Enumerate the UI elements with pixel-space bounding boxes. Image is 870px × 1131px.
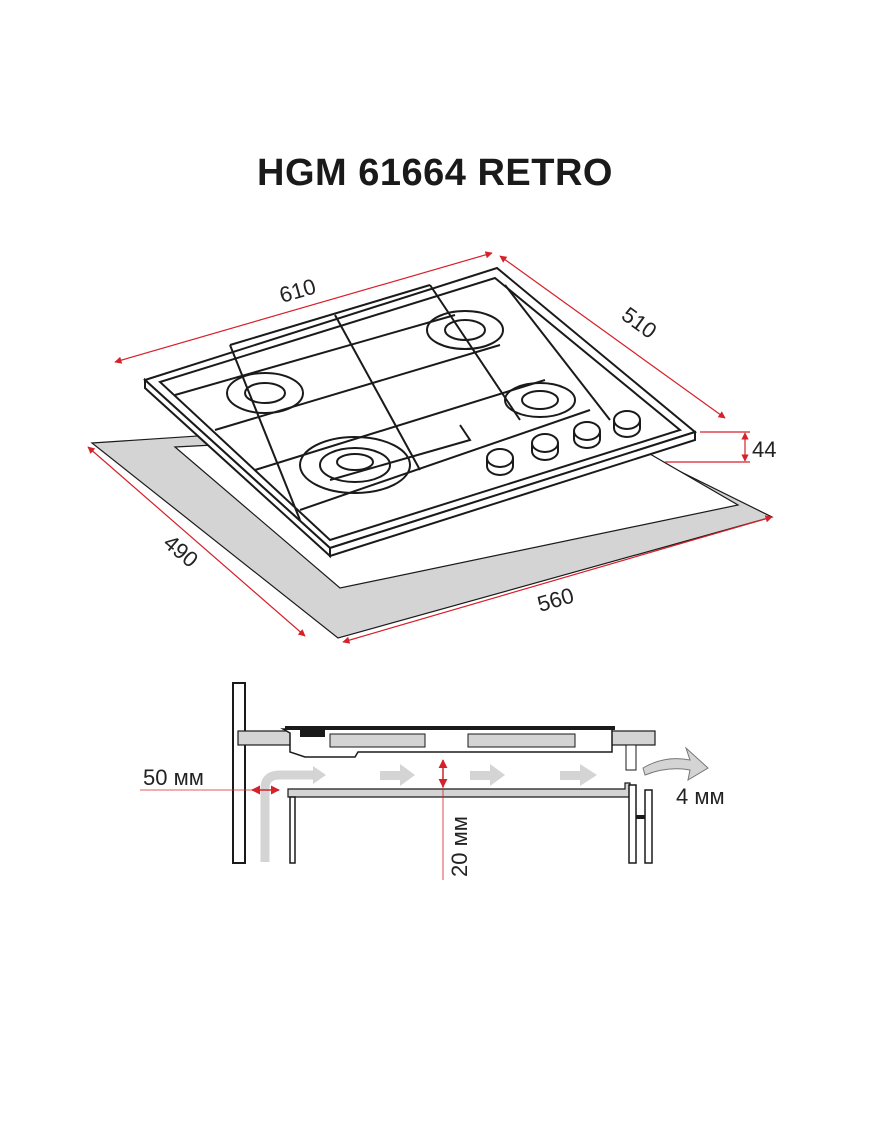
dim-label-44: 44 (752, 437, 776, 462)
dimension-line-490 (87, 446, 306, 637)
label-wall-gap: 50 мм (143, 765, 204, 790)
wall (232, 682, 246, 864)
label-air-gap: 20 мм (447, 816, 472, 877)
shelf (287, 782, 631, 798)
dimension-line-510 (499, 255, 726, 419)
label-front-gap: 4 мм (676, 784, 725, 809)
knob-icon (573, 421, 601, 449)
knob-icon (531, 433, 559, 461)
airflow-arrow-icon (380, 764, 597, 786)
dimension-line-610 (114, 251, 493, 364)
exhaust-arrow-icon (642, 746, 709, 782)
dim-label-560: 560 (534, 583, 576, 617)
dimension-line-560 (342, 515, 773, 644)
installation-section (140, 682, 709, 880)
knob-icon (486, 448, 514, 476)
burner-icon (226, 372, 304, 414)
model-title: HGM 61664 RETRO (257, 152, 613, 194)
dim-label-510: 510 (617, 302, 661, 344)
dim-label-490: 490 (159, 530, 203, 573)
dim-label-610: 610 (276, 274, 318, 308)
